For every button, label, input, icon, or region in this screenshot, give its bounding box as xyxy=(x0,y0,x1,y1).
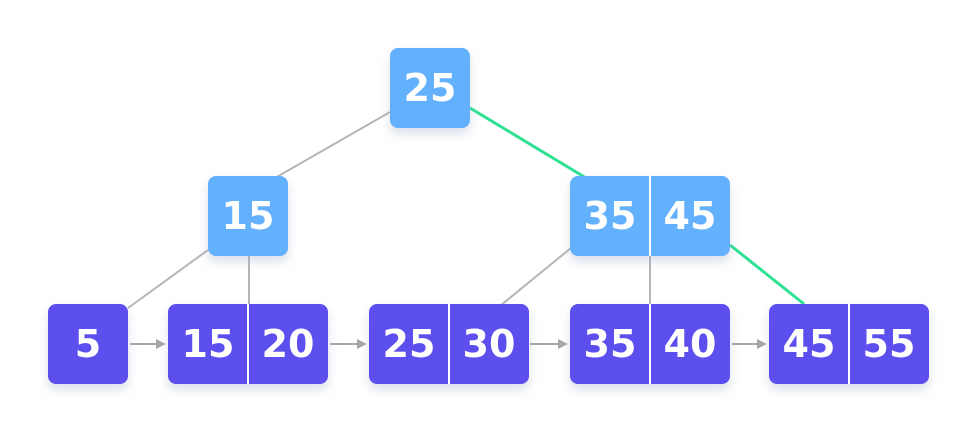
leaf-node-15-20: 15 20 xyxy=(168,304,328,384)
node-key: 30 xyxy=(463,322,516,366)
node-key: 15 xyxy=(222,194,275,238)
node-box xyxy=(390,48,470,128)
leaf-node-5: 5 xyxy=(48,304,128,384)
node-key: 25 xyxy=(383,322,436,366)
internal-node-15: 15 xyxy=(208,176,288,256)
root-node: 25 xyxy=(390,48,470,128)
node-key: 40 xyxy=(664,322,717,366)
edge-35-45-to-leaf-25-30 xyxy=(499,247,572,307)
node-key: 35 xyxy=(584,322,637,366)
node-key: 5 xyxy=(75,322,101,366)
node-key: 25 xyxy=(404,66,457,110)
tree-edges xyxy=(127,106,805,309)
node-key: 15 xyxy=(182,322,235,366)
leaf-node-25-30: 25 30 xyxy=(369,304,529,384)
node-key: 45 xyxy=(783,322,836,366)
node-key: 20 xyxy=(262,322,315,366)
edge-root-to-15 xyxy=(274,111,391,179)
leaf-node-35-40: 35 40 xyxy=(570,304,730,384)
edge-root-to-35-45 xyxy=(469,106,587,180)
internal-node-35-45: 35 45 xyxy=(570,176,730,256)
node-box xyxy=(208,176,288,256)
edge-35-45-to-leaf-45-55 xyxy=(729,243,805,306)
leaf-node-45-55: 45 55 xyxy=(769,304,929,384)
edge-15-to-leaf-5 xyxy=(127,249,209,309)
node-key: 35 xyxy=(584,194,637,238)
node-box xyxy=(48,304,128,384)
node-key: 55 xyxy=(863,322,916,366)
node-key: 45 xyxy=(664,194,717,238)
